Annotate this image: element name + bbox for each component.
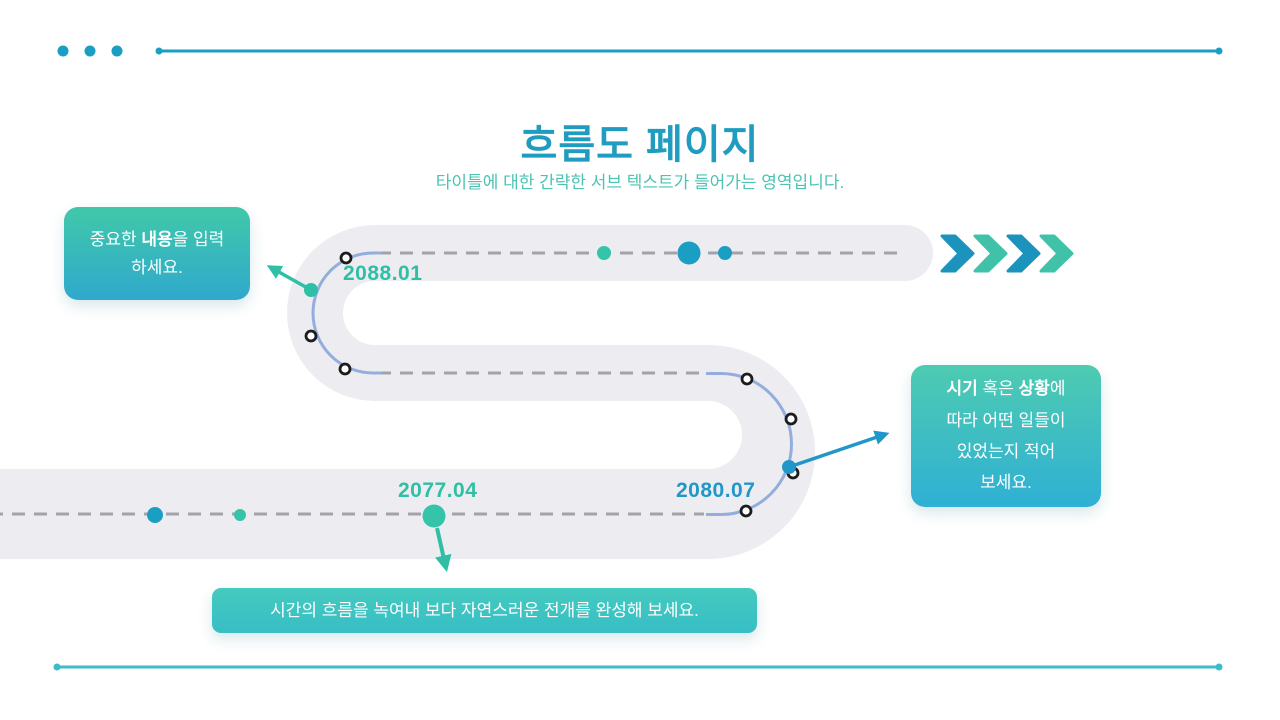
timeline-date-2080[interactable]: 2080.07 bbox=[676, 479, 756, 502]
chevron-right-icon bbox=[1039, 234, 1074, 273]
milestone-dot-green-large bbox=[422, 504, 446, 528]
milestone-dot-green-small bbox=[597, 246, 611, 260]
milestone-dot-blue-small bbox=[718, 246, 732, 260]
arrow-to-bottom-callout bbox=[435, 527, 452, 573]
road-centerlines bbox=[0, 251, 903, 516]
callout-left-line2: 하세요. bbox=[131, 257, 183, 277]
arrow-to-left-callout bbox=[266, 265, 312, 292]
waypoint-marker bbox=[304, 329, 318, 343]
chevron-arrows bbox=[940, 234, 1074, 273]
chevron-right-icon bbox=[940, 234, 975, 273]
chevron-right-icon bbox=[973, 234, 1008, 273]
waypoint-marker bbox=[739, 504, 753, 518]
waypoint-marker bbox=[784, 412, 798, 426]
milestone-dot-green-small bbox=[234, 509, 246, 521]
arrow-to-right-callout bbox=[788, 430, 890, 469]
callout-left[interactable]: 중요한 내용을 입력 하세요. bbox=[64, 207, 250, 300]
rule-end-dot bbox=[1215, 47, 1223, 55]
timeline-date-2088[interactable]: 2088.01 bbox=[343, 262, 423, 285]
callout-right-line3: 있었는지 적어 bbox=[956, 442, 1056, 461]
timeline-date-2077[interactable]: 2077.04 bbox=[398, 479, 478, 502]
callout-left-line1: 중요한 내용을 입력 bbox=[89, 230, 225, 250]
waypoint-marker bbox=[740, 372, 754, 386]
bottom-rule bbox=[53, 663, 1223, 671]
ellipsis-dot-icon bbox=[111, 45, 123, 57]
callout-right[interactable]: 시기 혹은 상황에 따라 어떤 일들이 있었는지 적어 보세요. bbox=[911, 365, 1101, 507]
waypoint-markers bbox=[304, 251, 800, 518]
top-rule bbox=[57, 45, 1223, 57]
page-title: 흐름도 페이지 bbox=[520, 123, 760, 167]
ellipsis-dot-icon bbox=[84, 45, 96, 57]
waypoint-marker bbox=[339, 251, 353, 265]
chevron-right-icon bbox=[1006, 234, 1041, 273]
rule-end-dot bbox=[53, 663, 61, 671]
callout-right-line1: 시기 혹은 상황에 bbox=[946, 379, 1066, 399]
milestone-dots bbox=[147, 241, 732, 528]
callout-right-line2: 따라 어떤 일들이 bbox=[946, 410, 1066, 430]
milestone-dot-blue-large bbox=[677, 241, 701, 265]
rule-end-dot bbox=[155, 47, 163, 55]
waypoint-marker bbox=[338, 362, 352, 376]
milestone-dot-blue-small bbox=[147, 507, 163, 523]
leader-arrows bbox=[266, 265, 890, 573]
ellipsis-dot-icon bbox=[57, 45, 69, 57]
road-shape bbox=[0, 225, 933, 559]
page-subtitle: 타이틀에 대한 간략한 서브 텍스트가 들어가는 영역입니다. bbox=[435, 173, 845, 192]
callout-right-line4: 보세요. bbox=[980, 473, 1032, 493]
callout-bottom[interactable]: 시간의 흐름을 녹여내 보다 자연스러운 전개를 완성해 보세요. bbox=[212, 588, 757, 633]
rule-end-dot bbox=[1215, 663, 1223, 671]
